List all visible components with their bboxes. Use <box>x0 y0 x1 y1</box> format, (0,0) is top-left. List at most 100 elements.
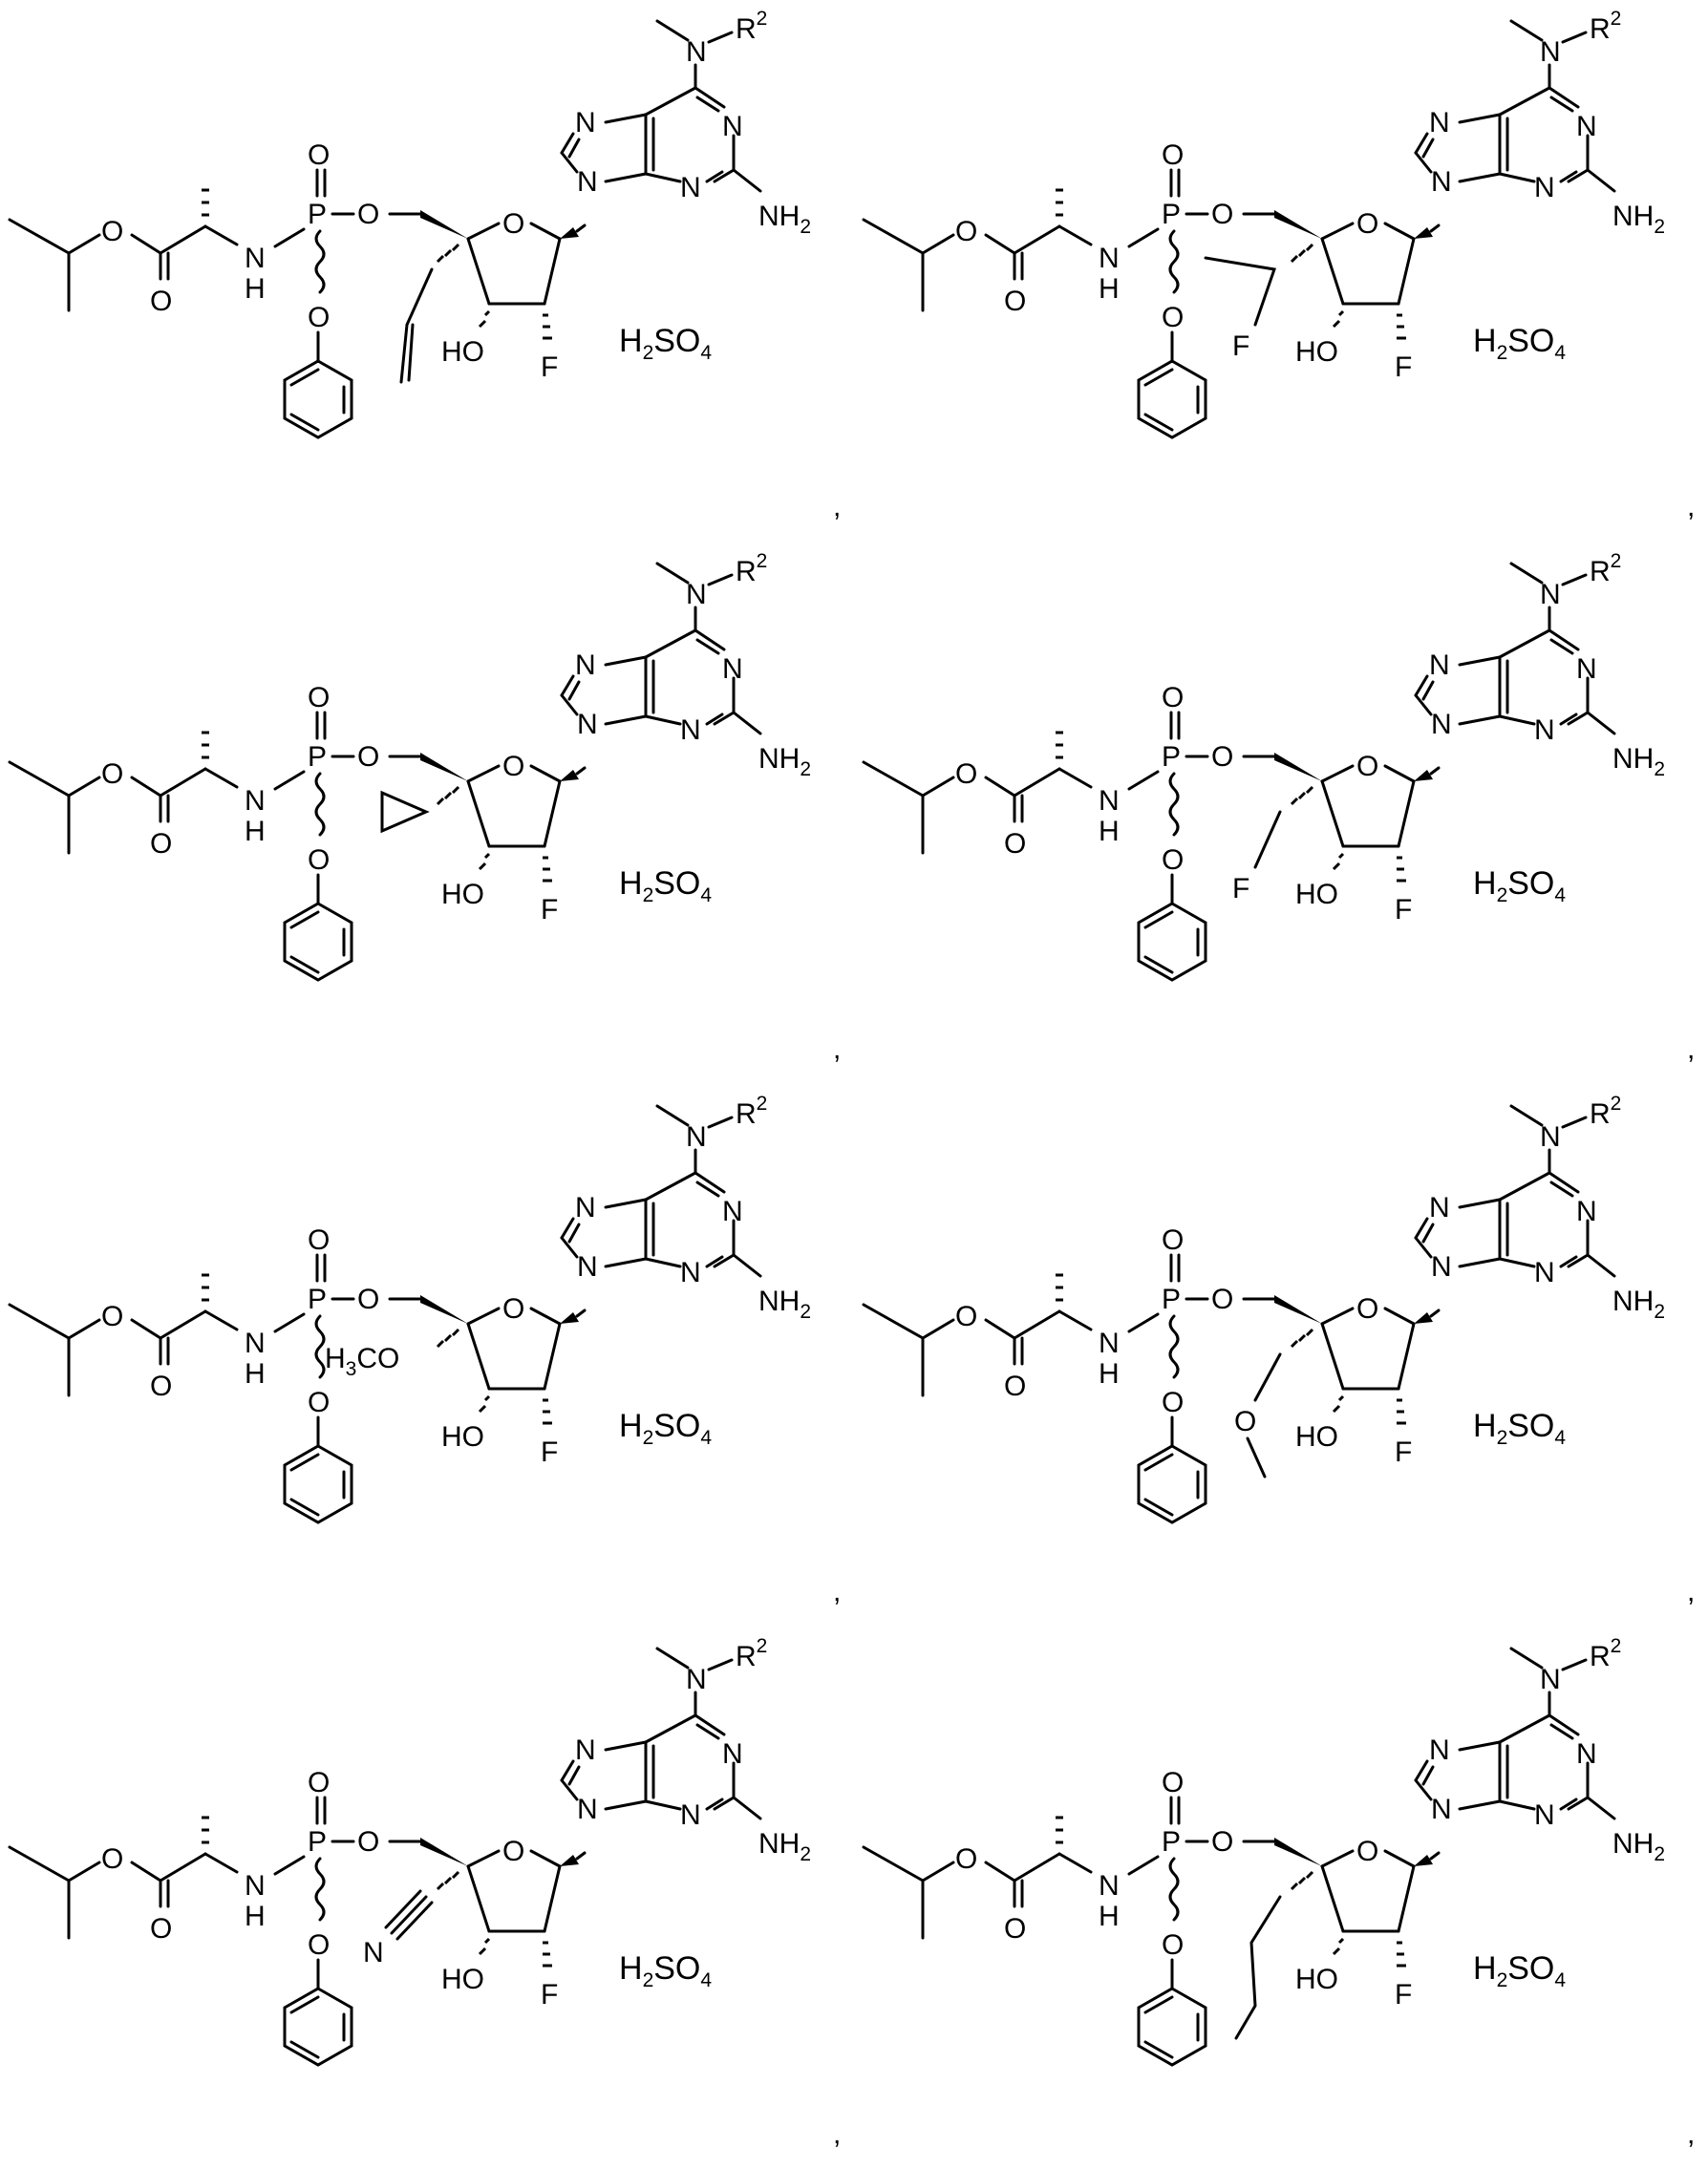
fluoro-hash-bond <box>1397 1398 1406 1425</box>
purine-n1-label: N <box>722 1738 743 1770</box>
ring-oxygen-label: O <box>1356 751 1378 782</box>
phenoxy-oxygen-label: O <box>308 302 330 333</box>
phosphorus-label: P <box>308 199 327 230</box>
wedge-bond <box>560 770 579 781</box>
fluoro-hash-bond <box>1397 856 1406 883</box>
purine-n3-label: N <box>1534 714 1555 746</box>
structure-drawing: O O N H P O O O <box>8 8 841 522</box>
separator-comma: , <box>833 1576 841 1607</box>
methyl-hash-bond <box>1056 188 1063 217</box>
r-group-label: R2 <box>736 1093 767 1130</box>
fluoro-hash-bond <box>543 313 552 340</box>
p-ester-oxygen-label: O <box>357 1826 379 1858</box>
isopropyl-group <box>8 760 101 855</box>
hydroxyl-label: HO <box>1295 336 1338 368</box>
methyl-hash-bond <box>202 731 209 759</box>
purine-ring <box>560 19 762 193</box>
methyl-hash-bond <box>202 1816 209 1844</box>
phenyl-ring <box>1137 1444 1207 1524</box>
fluoro-label: F <box>541 1436 558 1468</box>
c4-substituent: F <box>1232 785 1314 904</box>
purine-n3-label: N <box>1534 172 1555 203</box>
fluoro-label: F <box>541 894 558 925</box>
phosphorus-label: P <box>308 741 327 773</box>
purine-ring <box>560 1104 762 1278</box>
carbonyl-oxygen-label: O <box>1004 1913 1026 1945</box>
nh-nitrogen-label: N <box>245 243 266 274</box>
purine-n1-label: N <box>1576 653 1597 685</box>
hydroxyl-label: HO <box>1295 1964 1338 1995</box>
separator-comma: , <box>833 1033 841 1065</box>
chemical-structure-7: O O N H P O O O <box>0 1628 854 2170</box>
chemical-structure-2: O O N H P O O O <box>854 0 1708 542</box>
hydroxyl-label: HO <box>441 336 484 368</box>
hydroxyl-hash-bond <box>478 309 491 329</box>
nh2-label: NH2 <box>1612 201 1665 238</box>
fluoro-hash-bond <box>1397 313 1406 340</box>
wedge-bond <box>420 1838 468 1866</box>
methyl-hash-bond <box>202 188 209 217</box>
wedge-bond <box>1274 1295 1322 1324</box>
wedge-bond <box>1414 1855 1433 1866</box>
amine-nitrogen-label: N <box>1540 1121 1561 1153</box>
phenyl-ring <box>1137 359 1207 439</box>
fluoro-hash-bond <box>543 856 552 883</box>
ester-oxygen-label: O <box>955 1843 977 1875</box>
carbonyl-oxygen-label: O <box>150 828 172 860</box>
p-ester-oxygen-label: O <box>1211 1826 1233 1858</box>
r-group-label: R2 <box>736 550 767 587</box>
nh2-label: NH2 <box>758 201 811 238</box>
r-group-label: R2 <box>1590 1635 1621 1672</box>
isopropyl-group <box>8 1845 101 1940</box>
purine-n7-label: N <box>575 107 596 138</box>
carbonyl-oxygen-label: O <box>1004 286 1026 317</box>
phenoxy-oxygen-label: O <box>1162 844 1184 876</box>
phenyl-ring <box>283 1444 353 1524</box>
p-oxo-label: O <box>1162 682 1184 713</box>
carbonyl-oxygen-label: O <box>150 1371 172 1402</box>
nh2-label: NH2 <box>1612 743 1665 780</box>
nh2-label: NH2 <box>758 1828 811 1865</box>
nh-hydrogen-label: H <box>1099 816 1120 847</box>
wavy-bond <box>314 772 326 837</box>
purine-n7-label: N <box>575 1734 596 1766</box>
amine-nitrogen-label: N <box>686 36 707 68</box>
wavy-bond <box>314 229 326 294</box>
nh-hydrogen-label: H <box>245 1901 266 1932</box>
ribose-ring <box>1320 222 1416 306</box>
wedge-bond <box>560 1855 579 1866</box>
nh-nitrogen-label: N <box>1099 243 1120 274</box>
separator-comma: , <box>833 2118 841 2150</box>
hydroxyl-hash-bond <box>1332 309 1345 329</box>
wedge-bond <box>1414 227 1433 239</box>
chemical-structure-4: O O N H P O O O <box>854 542 1708 1085</box>
substituent-label: H3CO <box>325 1343 399 1380</box>
nh-hydrogen-label: H <box>245 1358 266 1390</box>
purine-n7-label: N <box>575 649 596 681</box>
p-ester-oxygen-label: O <box>1211 1284 1233 1315</box>
methyl-hash-bond <box>1056 731 1063 759</box>
p-oxo-label: O <box>308 1767 330 1798</box>
chemical-structure-1: O O N H P O O O <box>0 0 854 542</box>
p-oxo-label: O <box>308 1224 330 1256</box>
purine-n7-label: N <box>575 1192 596 1223</box>
sulfuric-acid-label: H2SO4 <box>619 1950 712 1991</box>
p-oxo-label: O <box>1162 1767 1184 1798</box>
methyl-hash-bond <box>1056 1816 1063 1844</box>
nh-nitrogen-label: N <box>1099 1328 1120 1359</box>
p-ester-oxygen-label: O <box>357 1284 379 1315</box>
purine-n9-label: N <box>1431 709 1452 740</box>
hydroxyl-hash-bond <box>1332 852 1345 871</box>
structure-drawing: O O N H P O O O <box>862 8 1695 522</box>
p-oxo-label: O <box>1162 139 1184 171</box>
wedge-bond <box>1414 770 1433 781</box>
wedge-bond <box>1274 753 1322 781</box>
hydroxyl-hash-bond <box>1332 1394 1345 1414</box>
nh-nitrogen-label: N <box>1099 785 1120 817</box>
nh-hydrogen-label: H <box>1099 1358 1120 1390</box>
ester-oxygen-label: O <box>101 758 123 790</box>
wedge-bond <box>420 210 468 239</box>
fluoro-hash-bond <box>543 1941 552 1968</box>
purine-n3-label: N <box>1534 1799 1555 1831</box>
separator-comma: , <box>833 491 841 522</box>
